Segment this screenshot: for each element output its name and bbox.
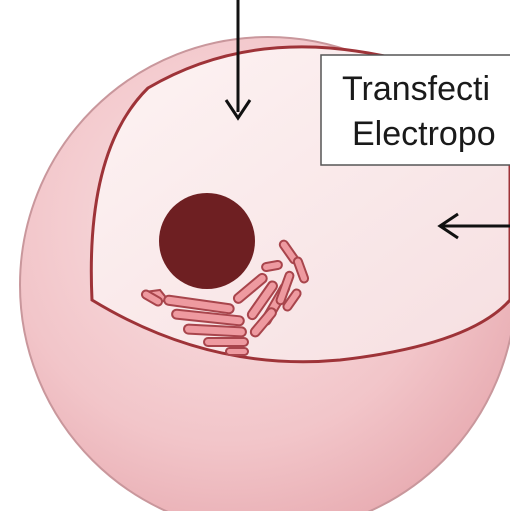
nucleus bbox=[159, 193, 255, 289]
label-line-1: Transfecti bbox=[342, 70, 490, 108]
label-line-2: Electropo bbox=[352, 115, 496, 153]
